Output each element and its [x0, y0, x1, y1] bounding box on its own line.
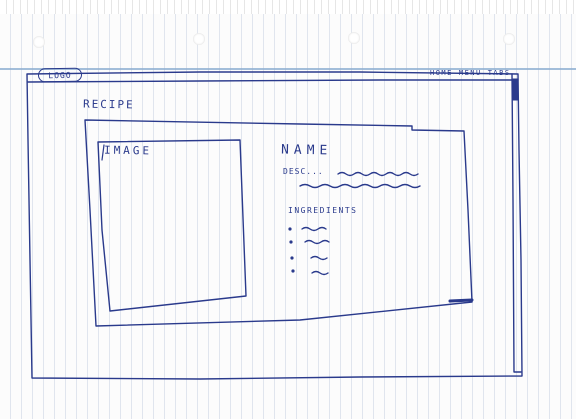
- binder-hole: [193, 33, 205, 45]
- header-underline: [27, 79, 519, 83]
- binder-hole: [503, 33, 515, 45]
- ingredient-bullet: [289, 240, 293, 244]
- ingredient-bullet: [288, 227, 292, 231]
- nav-item-tabs[interactable]: TABS: [487, 69, 511, 77]
- ingredient-squiggle: [304, 239, 330, 245]
- top-nav: HOME MENU TABS: [430, 70, 517, 77]
- binder-hole: [348, 32, 360, 44]
- ingredient-bullet: [290, 256, 294, 260]
- torn-edge: [0, 0, 576, 14]
- ingredients-label: INGREDIENTS: [288, 206, 358, 215]
- recipe-name: NAME: [280, 142, 333, 159]
- ingredient-bullet: [291, 269, 295, 273]
- description-label: DESC...: [283, 167, 324, 176]
- card-corner-mark: [448, 298, 474, 303]
- recipe-card: [84, 119, 473, 327]
- ingredient-squiggle: [311, 270, 329, 276]
- nav-item-home[interactable]: HOME: [430, 69, 453, 77]
- binder-hole: [33, 36, 45, 48]
- logo-text: LOGO: [48, 70, 72, 80]
- desc-squiggle: [299, 183, 421, 189]
- ingredient-squiggle: [310, 255, 328, 261]
- ingredient-list: [288, 226, 330, 276]
- browser-frame: [26, 71, 523, 380]
- scrollbar-track: [511, 73, 522, 373]
- image-placeholder: [97, 139, 247, 312]
- section-title: RECIPE: [82, 97, 135, 112]
- logo[interactable]: LOGO: [37, 67, 83, 83]
- nav-item-menu[interactable]: MENU: [458, 69, 482, 77]
- scrollbar-thumb: [512, 78, 519, 101]
- desc-squiggle: [337, 171, 419, 177]
- ingredient-squiggle: [301, 226, 327, 232]
- image-label: IMAGE: [103, 143, 153, 158]
